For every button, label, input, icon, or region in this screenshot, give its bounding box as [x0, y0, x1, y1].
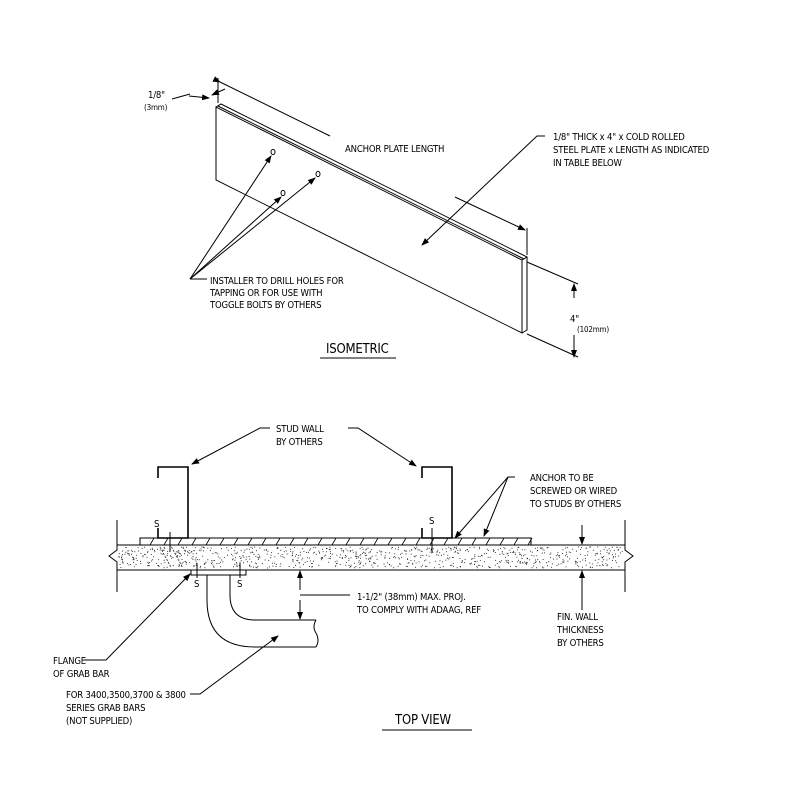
screw-label: S [154, 519, 159, 530]
flange-note-line: FLANGE [53, 656, 86, 667]
projection-note-line: 1-1/2" (38mm) MAX. PROJ. [357, 592, 466, 603]
anchor-plate [215, 103, 529, 334]
stud-note: STUD WALL BY OTHERS [191, 424, 417, 467]
wall-thickness-dimension: FIN. WALL THICKNESS BY OTHERS [556, 525, 604, 649]
thickness-dimension: 1/8" (3mm) [144, 88, 226, 112]
grab-bar [190, 563, 319, 648]
isometric-title: ISOMETRIC [326, 342, 389, 357]
screw-label: S [429, 516, 434, 527]
screw-label: S [237, 579, 242, 590]
plate-note: 1/8" THICK x 4" x COLD ROLLED STEEL PLAT… [421, 132, 710, 246]
holes-note-line: INSTALLER TO DRILL HOLES FOR [210, 276, 344, 287]
series-note-line: (NOT SUPPLIED) [66, 716, 132, 727]
top-view-title: TOP VIEW [394, 713, 452, 728]
height-dimension: 4" (102mm) [526, 261, 610, 358]
series-note-line: FOR 3400,3500,3700 & 3800 [66, 690, 186, 701]
anchor-note-line: SCREWED OR WIRED [530, 486, 618, 497]
height-dim-metric: (102mm) [577, 325, 609, 334]
isometric-view: ANCHOR PLATE LENGTH 1/8" (3mm) 4" (102mm… [144, 76, 710, 359]
anchor-plate-section [139, 537, 533, 546]
thickness-dim-label: 1/8" [148, 90, 165, 101]
wall-note-line: FIN. WALL [557, 612, 598, 623]
wall-note-line: THICKNESS [556, 625, 604, 636]
holes-note: INSTALLER TO DRILL HOLES FOR TAPPING OR … [189, 155, 344, 311]
series-note-line: SERIES GRAB BARS [66, 703, 145, 714]
projection-dimension: 1-1/2" (38mm) MAX. PROJ. TO COMPLY WITH … [297, 570, 481, 620]
stud-note-line: STUD WALL [276, 424, 324, 435]
anchor-note-line: TO STUDS BY OTHERS [529, 499, 621, 510]
wall-stipple [118, 546, 623, 569]
anchor-note-line: ANCHOR TO BE [530, 473, 594, 484]
anchor-note: ANCHOR TO BE SCREWED OR WIRED TO STUDS B… [454, 473, 621, 539]
thickness-dim-metric: (3mm) [144, 103, 168, 112]
projection-note-line: TO COMPLY WITH ADAAG, REF [356, 605, 481, 616]
series-note: FOR 3400,3500,3700 & 3800 SERIES GRAB BA… [66, 635, 279, 727]
plate-note-line: IN TABLE BELOW [553, 158, 622, 169]
stud-note-line: BY OTHERS [276, 437, 323, 448]
screw-label: S [194, 579, 199, 590]
flange-note-line: OF GRAB BAR [53, 669, 110, 680]
steel-studs [157, 466, 453, 539]
holes-note-line: TAPPING OR FOR USE WITH [209, 288, 322, 299]
mounting-holes [270, 148, 321, 197]
plate-hatch [149, 537, 533, 546]
holes-note-line: TOGGLE BOLTS BY OTHERS [209, 300, 321, 311]
plate-note-line: 1/8" THICK x 4" x COLD ROLLED [553, 132, 685, 143]
height-dim-label: 4" [570, 314, 579, 325]
flange-note: FLANGE OF GRAB BAR [53, 573, 191, 680]
top-view: S S S S STUD WALL BY OTHERS ANCHOR TO BE… [53, 424, 634, 731]
screw-labels: S S S S [154, 516, 434, 590]
wall-note-line: BY OTHERS [557, 638, 604, 649]
plate-note-line: STEEL PLATE x LENGTH AS INDICATED [553, 145, 710, 156]
length-dim-label: ANCHOR PLATE LENGTH [345, 144, 444, 155]
